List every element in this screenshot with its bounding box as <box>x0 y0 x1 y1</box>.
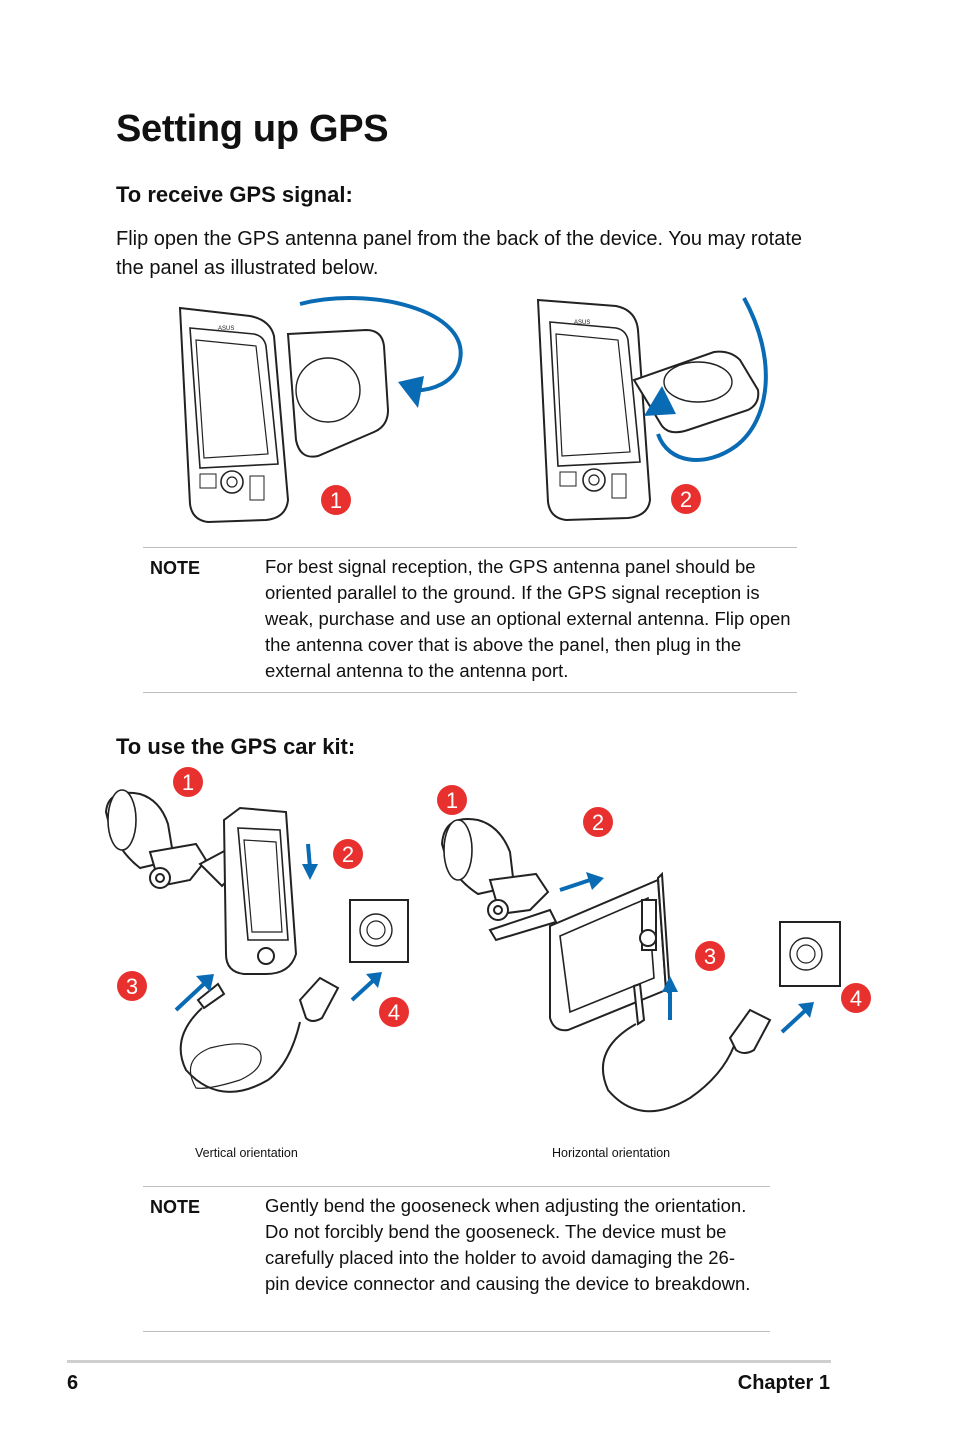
step-badge-1: 1 <box>321 485 351 515</box>
footer-rule <box>67 1360 831 1363</box>
illustration-panel-rotate-vertical: 2 ASUS <box>536 297 768 522</box>
note-text: Gently bend the gooseneck when adjusting… <box>265 1195 751 1294</box>
svg-text:2: 2 <box>680 487 692 512</box>
step-badge-3: 3 <box>117 971 147 1001</box>
caption-horizontal-orientation: Horizontal orientation <box>552 1146 671 1160</box>
page-number: 6 <box>67 1372 79 1394</box>
svg-text:ASUS: ASUS <box>218 326 234 332</box>
illustration-panel-rotate-horizontal: 1 ASUS <box>178 296 463 524</box>
chapter-label: Chapter 1 <box>737 1372 830 1394</box>
svg-text:1: 1 <box>182 770 194 795</box>
step-badge-1: 1 <box>173 767 203 797</box>
page-title: Setting up GPS <box>116 108 389 150</box>
svg-text:2: 2 <box>342 842 354 867</box>
svg-text:4: 4 <box>388 1000 400 1025</box>
section-heading-car-kit: To use the GPS car kit: <box>116 734 356 759</box>
note-gooseneck: NOTE Gently bend the gooseneck when adju… <box>143 1186 770 1332</box>
step-badge-2: 2 <box>671 484 701 514</box>
step-badge-4: 4 <box>841 983 871 1013</box>
section-receive-signal-text: Flip open the GPS antenna panel from the… <box>116 228 802 279</box>
step-badge-4: 4 <box>379 997 409 1027</box>
svg-text:1: 1 <box>330 488 342 513</box>
note-text: For best signal reception, the GPS anten… <box>265 556 791 681</box>
step-badge-1: 1 <box>437 785 467 815</box>
svg-text:2: 2 <box>592 810 604 835</box>
note-label: NOTE <box>150 1197 201 1217</box>
svg-text:3: 3 <box>704 944 716 969</box>
step-badge-2: 2 <box>583 807 613 837</box>
svg-text:ASUS: ASUS <box>574 320 590 326</box>
step-badge-3: 3 <box>695 941 725 971</box>
svg-text:4: 4 <box>850 986 862 1011</box>
note-signal-reception: NOTE For best signal reception, the GPS … <box>143 547 797 693</box>
svg-text:3: 3 <box>126 974 138 999</box>
step-badge-2: 2 <box>333 839 363 869</box>
illustration-car-kit-vertical: 1 2 3 4 <box>104 767 409 1093</box>
svg-text:1: 1 <box>446 788 458 813</box>
illustration-car-kit-horizontal: 1 2 3 4 <box>437 785 871 1113</box>
section-heading-receive-signal: To receive GPS signal: <box>116 182 353 207</box>
note-label: NOTE <box>150 558 201 578</box>
caption-vertical-orientation: Vertical orientation <box>195 1146 298 1160</box>
